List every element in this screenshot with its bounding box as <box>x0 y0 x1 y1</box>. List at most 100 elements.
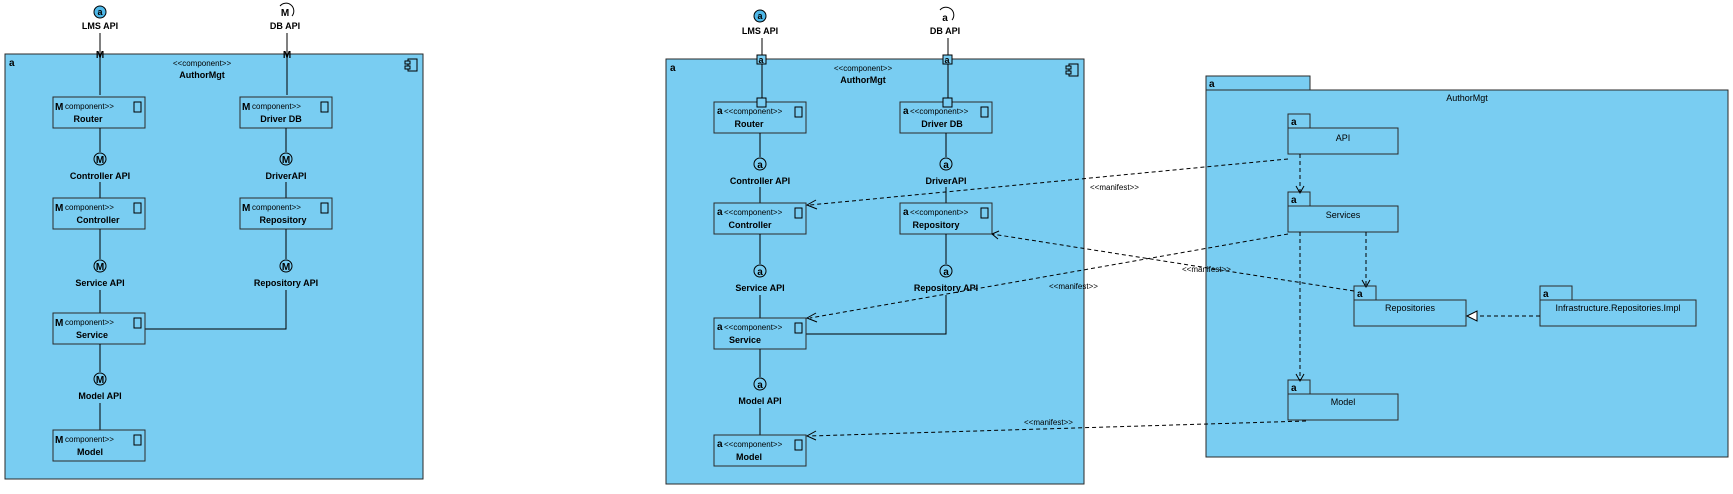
driver-db-component[interactable]: a <<component>> Driver DB <box>899 97 993 134</box>
router-name: Router <box>735 119 764 129</box>
repository-stereo: component>> <box>252 203 301 212</box>
manifest-api-controller <box>809 158 1289 206</box>
controller-api-label: Controller API <box>730 176 790 186</box>
manifest-services-service <box>809 233 1289 319</box>
service-api-label: Service API <box>735 283 784 293</box>
service-api-glyph: M <box>96 262 104 273</box>
repository-component[interactable]: a <<component>> Repository <box>899 202 993 235</box>
package-api-label: API <box>1336 133 1351 143</box>
component-icon <box>404 58 418 72</box>
component-icon <box>794 439 803 451</box>
lms-api-label: LMS API <box>742 26 778 36</box>
router-name: Router <box>74 114 103 124</box>
lms-api-port[interactable] <box>756 54 767 65</box>
router-glyph: a <box>717 106 723 117</box>
db-api-label: DB API <box>270 21 300 31</box>
router-component[interactable]: a <<component>> Router <box>713 97 807 134</box>
lms-api-interface-icon[interactable] <box>753 9 767 23</box>
repository-api-interface-icon[interactable] <box>939 264 953 278</box>
driverapi-label: DriverAPI <box>265 171 306 181</box>
manifest-repositories-repository <box>991 233 1355 292</box>
service-component[interactable]: M component>> Service <box>52 312 146 345</box>
manifest-label-3: <<manifest>> <box>1049 282 1098 291</box>
package-repositories[interactable]: a Repositories <box>1353 285 1467 327</box>
repository-api-label: Repository API <box>914 283 978 293</box>
db-api-socket-icon[interactable] <box>279 2 295 17</box>
package-model[interactable]: a Model <box>1287 379 1399 421</box>
repository-component[interactable]: M component>> Repository <box>239 197 333 230</box>
package-model-glyph: a <box>1291 383 1297 394</box>
db-api-socket-icon[interactable] <box>939 6 955 21</box>
left-component-diagram: a <<component>> AuthorMgt a LMS API M M … <box>4 2 424 480</box>
lms-api-interface-icon[interactable] <box>93 5 107 19</box>
model-api-interface-icon[interactable] <box>753 377 767 391</box>
component-icon <box>133 202 142 214</box>
lms-api-glyph: a <box>97 7 103 17</box>
component-icon <box>980 207 989 219</box>
db-api-port[interactable] <box>942 54 953 65</box>
package-title: AuthorMgt <box>1446 93 1488 103</box>
repository-name: Repository <box>912 220 959 230</box>
component-icon <box>320 101 329 113</box>
controller-glyph: a <box>717 207 723 218</box>
package-infrastructure-repositories-impl[interactable]: a Infrastructure.Repositories.Impl <box>1539 285 1697 327</box>
manifest-label-2: <<manifest>> <box>1182 265 1231 274</box>
package-infra-glyph: a <box>1543 289 1549 300</box>
controller-api-interface-icon[interactable] <box>753 157 767 171</box>
model-component[interactable]: M component>> Model <box>52 429 146 462</box>
package-diagram: a AuthorMgt a API a Services a Repositor… <box>1205 75 1729 458</box>
router-component[interactable]: M component>> Router <box>52 96 146 129</box>
component-icon <box>794 207 803 219</box>
service-name: Service <box>76 330 108 340</box>
repository-stereo: <<component>> <box>910 208 969 217</box>
model-component[interactable]: a <<component>> Model <box>713 434 807 467</box>
service-api-interface-icon[interactable] <box>753 264 767 278</box>
db-api-glyph: M <box>281 8 289 19</box>
package-api-glyph: a <box>1291 117 1297 128</box>
controller-glyph: M <box>55 203 63 214</box>
repository-api-interface-icon[interactable] <box>279 259 293 273</box>
package-api[interactable]: a API <box>1287 113 1399 155</box>
left-container-stereotype: <<component>> <box>173 59 232 68</box>
manifest-dependencies: <<manifest>> <<manifest>> <<manifest>> <… <box>805 158 1355 441</box>
controller-api-label: Controller API <box>70 171 130 181</box>
model-glyph: a <box>717 439 723 450</box>
authormgt-package[interactable] <box>1205 89 1729 458</box>
repository-api-label: Repository API <box>254 278 318 288</box>
package-services[interactable]: a Services <box>1287 191 1399 233</box>
middle-container-stereotype: <<component>> <box>834 64 893 73</box>
driver-db-component[interactable]: M component>> Driver DB <box>239 96 333 129</box>
lms-api-port-glyph: a <box>758 55 764 65</box>
model-name: Model <box>77 447 103 457</box>
driverapi-interface-icon[interactable] <box>939 157 953 171</box>
driverapi-glyph: a <box>943 160 949 171</box>
driver-db-name: Driver DB <box>260 114 302 124</box>
package-infra-label: Infrastructure.Repositories.Impl <box>1555 303 1680 313</box>
service-name: Service <box>729 335 761 345</box>
package-services-glyph: a <box>1291 195 1297 206</box>
controller-name: Controller <box>76 215 119 225</box>
package-tab <box>1205 75 1311 91</box>
controller-api-glyph: M <box>96 155 104 166</box>
repository-api-glyph: a <box>943 267 949 278</box>
left-corner-glyph: a <box>9 58 15 69</box>
driverapi-interface-icon[interactable] <box>279 152 293 166</box>
model-api-interface-icon[interactable] <box>93 372 107 386</box>
model-api-label: Model API <box>78 391 121 401</box>
middle-container-title: AuthorMgt <box>840 75 885 85</box>
controller-api-interface-icon[interactable] <box>93 152 107 166</box>
component-icon <box>133 434 142 446</box>
service-api-interface-icon[interactable] <box>93 259 107 273</box>
controller-component[interactable]: a <<component>> Controller <box>713 202 807 235</box>
service-component[interactable]: a <<component>> Service <box>713 317 807 350</box>
driverapi-label: DriverAPI <box>925 176 966 186</box>
manifest-label-4: <<manifest>> <box>1024 418 1073 427</box>
service-stereo: component>> <box>65 318 114 327</box>
controller-component[interactable]: M component>> Controller <box>52 197 146 230</box>
package-corner-glyph: a <box>1209 79 1215 90</box>
db-api-glyph: a <box>942 13 948 24</box>
db-api-port-glyph: a <box>944 55 950 65</box>
lms-api-port-glyph: M <box>96 50 104 61</box>
middle-corner-glyph: a <box>670 63 676 74</box>
component-icon <box>794 322 803 334</box>
